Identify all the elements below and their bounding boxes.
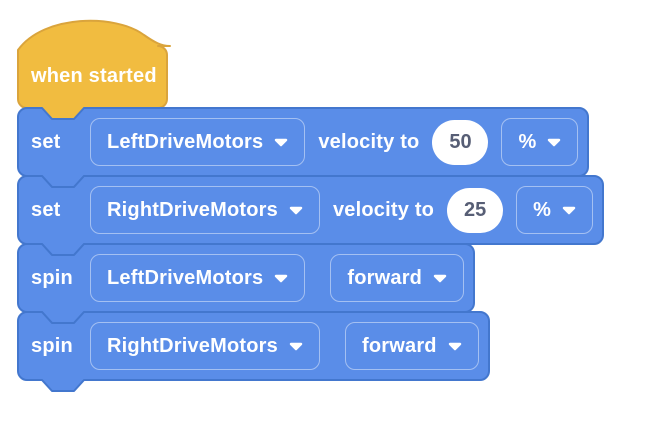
unit-dropdown-value: % [518, 130, 537, 153]
motor-dropdown-value: RightDriveMotors [107, 198, 278, 221]
dropdown-arrow-icon [289, 206, 303, 214]
dropdown-arrow-icon [275, 274, 288, 282]
motor-dropdown-value: LeftDriveMotors [107, 266, 264, 289]
unit-dropdown[interactable]: % [516, 186, 594, 234]
motor-dropdown[interactable]: RightDriveMotors [90, 186, 320, 234]
velocity-value-input[interactable]: 50 [432, 119, 489, 165]
dropdown-arrow-icon [448, 342, 461, 350]
dropdown-arrow-icon [548, 138, 561, 146]
dropdown-arrow-icon [433, 274, 447, 282]
set-velocity-block-right[interactable]: set RightDriveMotors velocity to 25 % [17, 175, 604, 256]
direction-dropdown[interactable]: forward [330, 254, 465, 302]
block-text: velocity to [318, 130, 420, 153]
motor-dropdown-value: RightDriveMotors [107, 334, 278, 357]
block-keyword: set [31, 130, 61, 153]
block-text: velocity to [332, 198, 435, 221]
spin-block-left[interactable]: spin LeftDriveMotors forward [17, 243, 475, 324]
dropdown-arrow-icon [289, 342, 303, 350]
direction-dropdown-value: forward [347, 266, 423, 289]
motor-dropdown-value: LeftDriveMotors [107, 130, 264, 153]
velocity-value: 50 [449, 130, 472, 153]
velocity-value-input[interactable]: 25 [447, 187, 504, 233]
direction-dropdown-value: forward [361, 334, 437, 357]
unit-dropdown-value: % [533, 198, 552, 221]
motor-dropdown[interactable]: LeftDriveMotors [90, 254, 306, 302]
direction-dropdown[interactable]: forward [344, 322, 479, 370]
motor-dropdown[interactable]: RightDriveMotors [90, 322, 320, 370]
dropdown-arrow-icon [562, 206, 576, 214]
block-keyword: spin [31, 334, 73, 357]
hat-label: when started [31, 64, 157, 87]
dropdown-arrow-icon [275, 138, 288, 146]
when-started-hat-block[interactable]: when started [17, 19, 171, 120]
velocity-value: 25 [463, 198, 487, 221]
set-velocity-block-left[interactable]: set LeftDriveMotors velocity to 50 % [17, 107, 589, 188]
block-keyword: spin [31, 266, 73, 289]
motor-dropdown[interactable]: LeftDriveMotors [90, 118, 306, 166]
unit-dropdown[interactable]: % [501, 118, 579, 166]
spin-block-right[interactable]: spin RightDriveMotors forward [17, 311, 490, 392]
block-keyword: set [31, 198, 61, 221]
